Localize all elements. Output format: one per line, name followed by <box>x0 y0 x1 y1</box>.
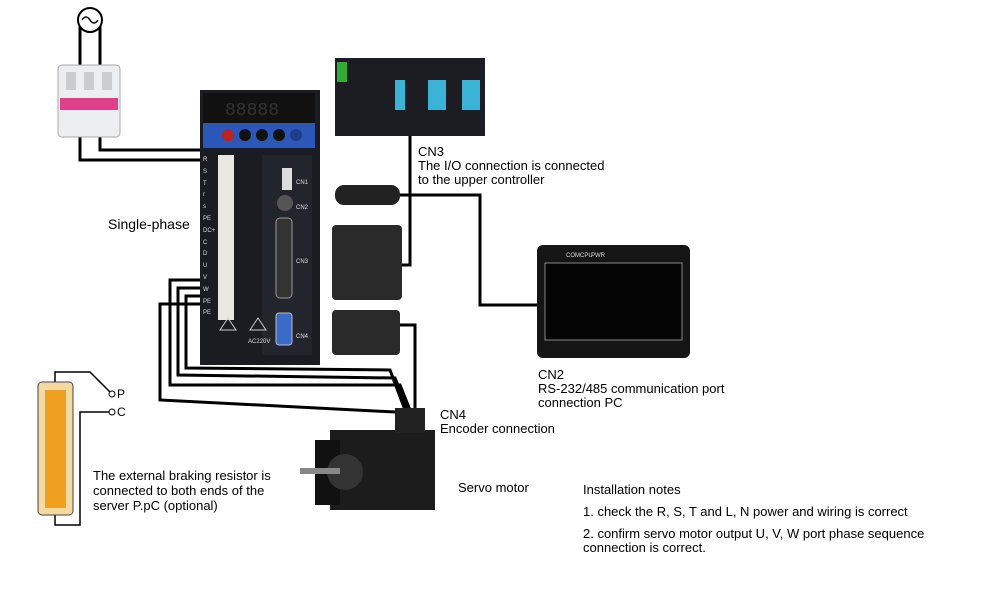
connectors <box>332 185 402 355</box>
cn2-round-connector <box>335 185 400 205</box>
motor-wire-pe <box>158 302 396 414</box>
terminal-label: DC+ <box>203 227 216 234</box>
resistor-p-label: P <box>117 387 126 401</box>
single-phase-label: Single-phase <box>108 216 190 232</box>
cn2-wire <box>400 193 540 307</box>
resistor-note-line3: server P.pC (optional) <box>93 498 218 513</box>
circuit-breaker <box>57 7 121 138</box>
cn3-line2: to the upper controller <box>418 172 545 187</box>
motor-wire-u <box>168 278 412 411</box>
resistor-c-label: C <box>117 405 126 419</box>
svg-text:CPU: CPU <box>580 253 593 259</box>
cn4-wire <box>400 323 417 420</box>
installation-note-1: 1. check the R, S, T and L, N power and … <box>583 504 908 519</box>
cn2-line1: RS-232/485 communication port <box>538 381 725 396</box>
servo-driver: 88888 <box>200 90 320 365</box>
driver-display: 88888 <box>225 101 279 121</box>
resistor-note-line2: connected to both ends of the <box>93 483 265 498</box>
resistor-wire-c <box>54 411 110 526</box>
svg-text:PWR: PWR <box>591 253 606 259</box>
motor-wire-v <box>176 286 410 411</box>
terminal-label: T <box>203 180 207 187</box>
svg-text:COM: COM <box>566 253 580 259</box>
driver-voltage-label: AC220V <box>248 339 271 345</box>
cn4-title: CN4 <box>440 407 467 422</box>
terminal-label: r <box>203 192 205 199</box>
wires <box>54 25 540 526</box>
terminal-label: s <box>203 204 206 211</box>
resistor-note-line1: The external braking resistor is <box>93 468 271 483</box>
cn3-line1: The I/O connection is connected <box>418 158 605 173</box>
terminal-label: PE <box>203 298 212 305</box>
terminal-label: W <box>203 286 209 293</box>
terminal-label: R <box>203 157 208 163</box>
port-label-cn1: CN1 <box>296 180 309 186</box>
cn3-db-connector <box>332 225 402 300</box>
port-label-cn3: CN3 <box>296 259 309 265</box>
terminal-label: PE <box>203 216 212 222</box>
servo-motor-label: Servo motor <box>458 480 529 495</box>
terminal-label: D <box>203 251 208 258</box>
terminal-label: V <box>203 275 208 281</box>
plc-controller <box>335 58 485 136</box>
motor-wire-w <box>184 294 407 411</box>
power-wire-1 <box>78 25 205 162</box>
terminal-label: S <box>203 168 208 175</box>
cn3-title: CN3 <box>418 144 445 159</box>
installation-note-2-line2: connection is correct. <box>583 540 706 555</box>
terminal-label: C <box>203 239 208 246</box>
port-label-cn4: CN4 <box>296 334 309 340</box>
servo-motor <box>300 408 435 510</box>
cn4-db9-connector <box>332 310 400 355</box>
braking-resistor <box>37 381 116 516</box>
resistor-wire-p <box>54 371 111 393</box>
cn2-title: CN2 <box>538 367 565 382</box>
installation-notes-title: Installation notes <box>583 482 681 497</box>
cn2-line2: connection PC <box>538 395 623 410</box>
terminal-label: PE <box>203 310 212 317</box>
installation-note-2-line1: 2. confirm servo motor output U, V, W po… <box>583 526 925 541</box>
cn4-line1: Encoder connection <box>440 421 555 436</box>
port-label-cn2: CN2 <box>296 205 309 211</box>
terminal-label: U <box>203 263 208 270</box>
